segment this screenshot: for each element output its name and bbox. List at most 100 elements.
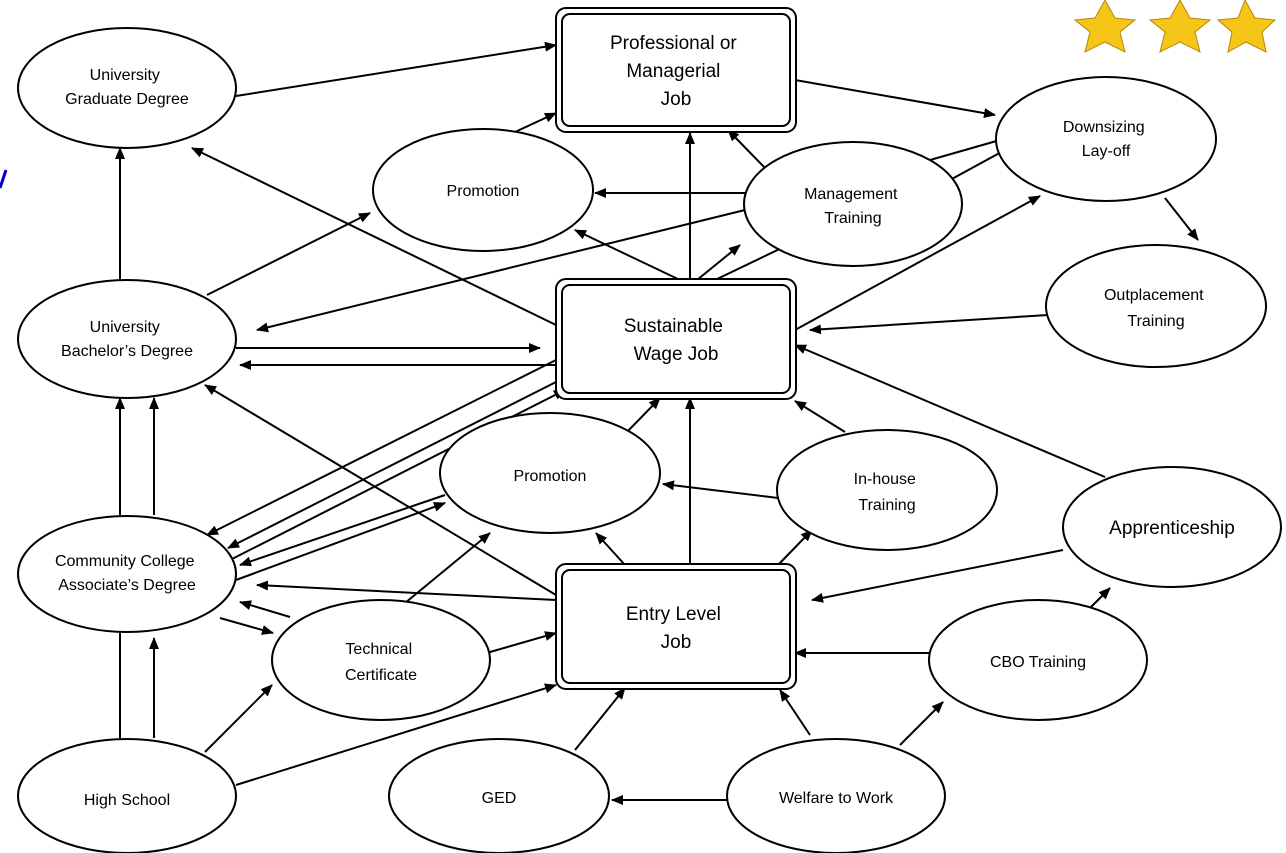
- edge-downsizing-to-outplacement: [1164, 197, 1199, 241]
- svg-text:Sustainable Wage Job: Sustainable Wage Job: [624, 316, 729, 365]
- edge-tech-to-cc: [239, 600, 291, 618]
- edge-apprenticeship-to-entry: [811, 549, 1064, 603]
- edge-promotion-mid-to-sustainable: [626, 397, 661, 433]
- mgmt-training-line-2: Training: [824, 210, 881, 227]
- edge-mgmt-to-professional: [727, 129, 766, 169]
- node-welfare-to-work: Welfare to Work: [726, 738, 946, 853]
- node-promotion-mid: Promotion: [439, 412, 661, 534]
- edge-hs-to-tech: [204, 684, 273, 753]
- edge-sustainable-to-downsizing: [794, 195, 1041, 331]
- svg-text:Downsizing Lay-off: Downsizing Lay-off: [1063, 119, 1149, 160]
- edge-mgmt-to-bachelor: [256, 209, 746, 333]
- node-university-graduate: University Graduate Degree: [17, 27, 237, 149]
- edge-promotion-top-to-professional: [514, 112, 557, 133]
- professional-job-line-1: Professional or: [610, 33, 737, 54]
- edge-mgmt-to-downsizing-2: [949, 149, 1006, 181]
- node-university-bachelor: University Bachelor’s Degree: [17, 279, 237, 399]
- svg-text:Entry Level Job: Entry Level Job: [626, 604, 726, 653]
- svg-text:Promotion: Promotion: [514, 468, 587, 485]
- downsizing-line-2: Lay-off: [1082, 143, 1131, 160]
- edge-entry-to-promotion-mid: [595, 532, 626, 566]
- node-professional-job: Professional or Managerial Job: [555, 7, 797, 133]
- node-cbo-training: CBO Training: [928, 599, 1148, 721]
- svg-text:High School: High School: [84, 792, 170, 809]
- cbo-training-label: CBO Training: [990, 654, 1086, 671]
- entry-job-line-1: Entry Level: [626, 604, 721, 625]
- edge-professional-to-downsizing: [794, 79, 996, 119]
- high-school-label: High School: [84, 792, 170, 809]
- cc-assoc-line-1: Community College: [55, 553, 195, 570]
- edge-ged-to-entry: [574, 687, 626, 751]
- apprenticeship-label: Apprenticeship: [1109, 518, 1235, 539]
- edge-cc-to-promotion-mid: [235, 502, 446, 581]
- svg-text:Outplacement Training: Outplacement Training: [1104, 287, 1208, 330]
- inhouse-line-1: In-house: [854, 471, 916, 488]
- edge-tech-to-promotion-mid: [404, 532, 491, 604]
- entry-job-line-2: Job: [661, 632, 692, 653]
- edge-sustainable-to-grad: [191, 147, 557, 326]
- edge-sustainable-to-mgmt: [696, 244, 741, 281]
- downsizing-line-1: Downsizing: [1063, 119, 1145, 136]
- univ-grad-line-1: University: [90, 67, 160, 84]
- edge-inhouse-to-promotion-mid: [662, 480, 779, 499]
- node-downsizing: Downsizing Lay-off: [995, 76, 1217, 202]
- promotion-mid-label: Promotion: [514, 468, 587, 485]
- svg-text:Welfare to Work: Welfare to Work: [779, 790, 894, 807]
- svg-text:Professional or Manageri: Professional or Managerial Job: [610, 33, 742, 110]
- node-technical-certificate: Technical Certificate: [271, 599, 491, 721]
- edge-grad-to-professional: [235, 41, 557, 97]
- edge-entry-to-cc: [256, 580, 557, 601]
- node-apprenticeship: Apprenticeship: [1062, 466, 1282, 588]
- edge-entry-to-inhouse: [777, 529, 813, 566]
- svg-text:Promotion: Promotion: [447, 183, 520, 200]
- blue-mark-icon: [0, 169, 8, 189]
- edge-welfare-to-cbo: [899, 701, 944, 746]
- sustainable-job-line-2: Wage Job: [634, 344, 719, 365]
- edge-outplacement-to-sustainable: [809, 314, 1049, 335]
- edge-bachelor-to-promotion-top: [206, 212, 371, 296]
- node-ged: GED: [388, 738, 610, 853]
- svg-text:Apprenticeship: Apprenticeship: [1109, 518, 1235, 539]
- outplacement-line-2: Training: [1127, 313, 1184, 330]
- cc-assoc-line-2: Associate’s Degree: [58, 577, 196, 594]
- tech-cert-line-1: Technical: [345, 641, 412, 658]
- node-high-school: High School: [17, 738, 237, 853]
- edge-welfare-to-entry: [779, 689, 811, 736]
- professional-job-line-2: Managerial: [626, 61, 720, 82]
- sustainable-job-line-1: Sustainable: [624, 316, 723, 337]
- node-inhouse-training: In-house Training: [776, 429, 998, 551]
- univ-grad-line-2: Graduate Degree: [65, 91, 189, 108]
- edge-cbo-to-apprenticeship: [1089, 587, 1111, 609]
- edge-sustainable-to-mgmt-2: [714, 243, 791, 281]
- svg-text:Management Training: Management Training: [804, 186, 902, 227]
- edge-apprenticeship-to-sustainable: [794, 344, 1106, 478]
- edge-mgmt-to-downsizing-1: [929, 139, 1001, 161]
- welfare-label: Welfare to Work: [779, 790, 894, 807]
- edge-entry-to-bachelor: [204, 384, 557, 596]
- ged-label: GED: [482, 790, 517, 807]
- edge-tech-to-entry: [489, 631, 557, 653]
- svg-text:Community College Associ: Community College Associate’s Degree: [55, 553, 199, 594]
- professional-job-line-3: Job: [661, 89, 692, 110]
- svg-text:University Bachelor’s De: University Bachelor’s Degree: [61, 319, 193, 360]
- mgmt-training-line-1: Management: [804, 186, 898, 203]
- edge-promotion-mid-to-cc: [239, 494, 446, 567]
- node-community-college: Community College Associate’s Degree: [17, 515, 237, 633]
- edge-sustainable-to-cc-2: [227, 381, 557, 549]
- node-promotion-top: Promotion: [372, 128, 594, 252]
- tech-cert-line-2: Certificate: [345, 667, 417, 684]
- svg-text:GED: GED: [482, 790, 517, 807]
- edge-hs-to-entry: [235, 683, 557, 786]
- outplacement-line-1: Outplacement: [1104, 287, 1204, 304]
- svg-text:In-house Training: In-house Training: [854, 471, 921, 514]
- edge-inhouse-to-sustainable: [794, 400, 846, 433]
- svg-text:CBO Training: CBO Training: [990, 654, 1086, 671]
- gold-stars-icon: [1073, 0, 1277, 53]
- node-entry-job: Entry Level Job: [555, 563, 797, 690]
- node-outplacement: Outplacement Training: [1045, 244, 1267, 368]
- edge-sustainable-to-promotion-top: [574, 229, 681, 281]
- svg-text:Technical Certificate: Technical Certificate: [345, 641, 417, 684]
- promotion-top-label: Promotion: [447, 183, 520, 200]
- inhouse-line-2: Training: [858, 497, 915, 514]
